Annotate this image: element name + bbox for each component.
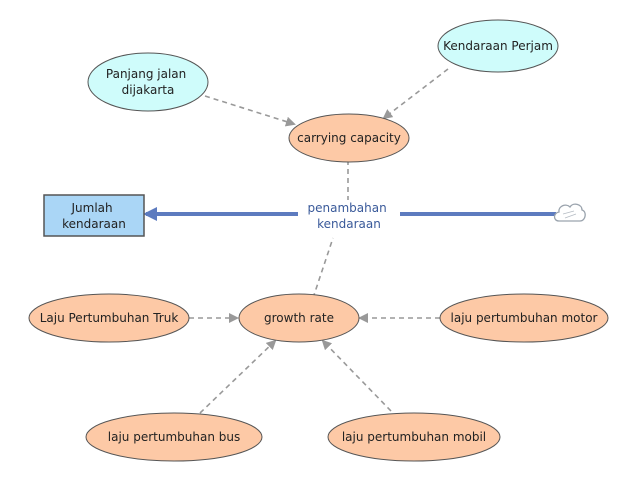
- node-panjang-jalan[interactable]: Panjang jalan dijakarta: [87, 52, 209, 112]
- node-growth-rate[interactable]: growth rate: [238, 293, 360, 343]
- node-kendaraan-perjam-label: Kendaraan Perjam: [443, 39, 553, 53]
- node-carrying-capacity-label: carrying capacity: [297, 131, 401, 145]
- node-growth-rate-label: growth rate: [264, 311, 334, 325]
- node-laju-truk[interactable]: Laju Pertumbuhan Truk: [28, 293, 190, 343]
- node-laju-motor[interactable]: laju pertumbuhan motor: [439, 293, 609, 343]
- node-laju-bus-shape: [85, 412, 263, 462]
- node-growth-rate-shape: [238, 293, 360, 343]
- node-panjang-jalan-line-1: Panjang jalan: [106, 67, 186, 81]
- link-bus-to-growth: [199, 339, 277, 414]
- node-panjang-jalan-label: Panjang jalan dijakarta: [106, 67, 190, 97]
- link-kendaraan-to-capacity: [382, 68, 449, 120]
- stock-jumlah-kendaraan[interactable]: Jumlah kendaraan: [43, 194, 145, 237]
- stock-box: [43, 194, 145, 237]
- node-kendaraan-perjam[interactable]: Kendaraan Perjam: [437, 19, 559, 73]
- stock-label-line-1: Jumlah: [71, 201, 113, 215]
- node-laju-truk-label: Laju Pertumbuhan Truk: [40, 311, 179, 325]
- stock-label-line-2: kendaraan: [62, 217, 126, 231]
- node-laju-bus[interactable]: laju pertumbuhan bus: [85, 412, 263, 462]
- node-laju-motor-label: laju pertumbuhan motor: [451, 311, 598, 325]
- node-panjang-jalan-line-2: dijakarta: [122, 83, 175, 97]
- node-carrying-capacity-shape: [288, 113, 410, 163]
- link-mobil-to-growth: [321, 339, 392, 412]
- node-laju-truk-shape: [28, 293, 190, 343]
- flow-label: penambahan kendaraan: [307, 201, 390, 231]
- influence-links: [189, 68, 449, 414]
- node-laju-mobil-label: laju pertumbuhan mobil: [342, 430, 486, 444]
- node-panjang-jalan-shape: [87, 52, 209, 112]
- node-laju-mobil-shape: [327, 412, 501, 462]
- cloud-icon: [553, 203, 586, 222]
- node-kendaraan-perjam-shape: [437, 19, 559, 73]
- flow-label-line-1: penambahan: [307, 201, 386, 215]
- link-panjang-to-capacity: [204, 95, 296, 127]
- link-growth-to-flow: [312, 237, 334, 299]
- node-laju-motor-shape: [439, 293, 609, 343]
- node-laju-bus-label: laju pertumbuhan bus: [108, 430, 240, 444]
- stock-label: Jumlah kendaraan: [62, 201, 126, 231]
- node-carrying-capacity[interactable]: carrying capacity: [288, 113, 410, 163]
- node-laju-mobil[interactable]: laju pertumbuhan mobil: [327, 412, 501, 462]
- flow-label-line-2: kendaraan: [317, 217, 381, 231]
